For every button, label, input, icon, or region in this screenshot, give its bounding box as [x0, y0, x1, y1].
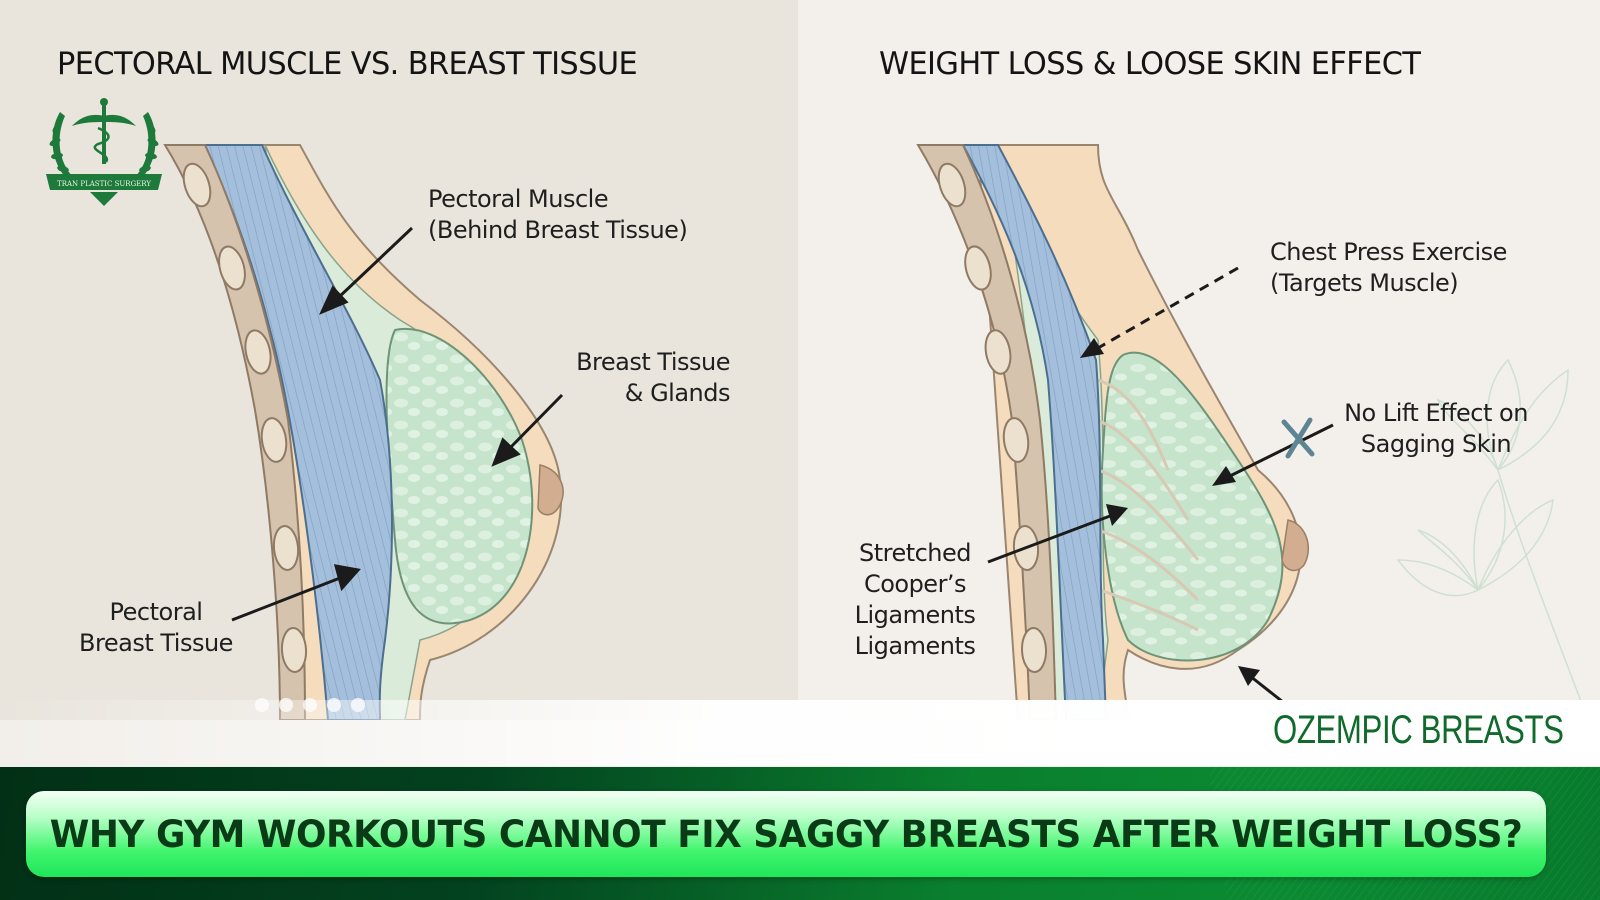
panel-pectoral-vs-breast: PECTORAL MUSCLE VS. BREAST TISSUE Pector…	[0, 0, 798, 720]
panel-weight-loss-loose-skin: WEIGHT LOSS & LOOSE SKIN EFFECT Chest Pr…	[798, 0, 1600, 720]
coopers-ligaments	[1095, 378, 1200, 632]
x-mark-icon	[1281, 417, 1315, 459]
decorative-lotus-icon	[1396, 358, 1589, 720]
label-stretched-coopers-ligaments: Stretched Cooper’s Ligaments Ligaments	[854, 539, 976, 660]
label-breast-tissue-glands: Breast Tissue & Glands	[576, 348, 730, 407]
label-pectoral-breast-tissue: Pectoral Breast Tissue	[79, 598, 233, 657]
anatomy-illustration-sagging	[916, 144, 1589, 720]
headline-text: WHY GYM WORKOUTS CANNOT FIX SAGGY BREAST…	[49, 812, 1523, 856]
rib-ovals	[182, 162, 308, 673]
label-pectoral-muscle: Pectoral Muscle (Behind Breast Tissue)	[428, 185, 688, 244]
callout-arrows	[231, 226, 564, 622]
topic-tag: OZEMPIC BREASTS	[1273, 708, 1564, 752]
panel-title-right: WEIGHT LOSS & LOOSE SKIN EFFECT	[879, 46, 1421, 82]
caduceus-laurel-icon: TRAN PLASTIC SURGERY	[46, 98, 162, 206]
headline-banner: WHY GYM WORKOUTS CANNOT FIX SAGGY BREAST…	[0, 767, 1600, 900]
label-chest-press: Chest Press Exercise (Targets Muscle)	[1270, 238, 1507, 297]
callout-arrows	[987, 266, 1334, 704]
anatomy-illustration-normal	[163, 144, 564, 720]
tag-band	[0, 700, 1600, 766]
panel-title-left: PECTORAL MUSCLE VS. BREAST TISSUE	[57, 46, 638, 82]
label-no-lift-effect: No Lift Effect on Sagging Skin	[1344, 399, 1528, 458]
headline-box: WHY GYM WORKOUTS CANNOT FIX SAGGY BREAST…	[26, 791, 1546, 877]
svg-text:TRAN PLASTIC SURGERY: TRAN PLASTIC SURGERY	[57, 180, 151, 188]
logo-tran-plastic-surgery: TRAN PLASTIC SURGERY	[38, 92, 170, 208]
